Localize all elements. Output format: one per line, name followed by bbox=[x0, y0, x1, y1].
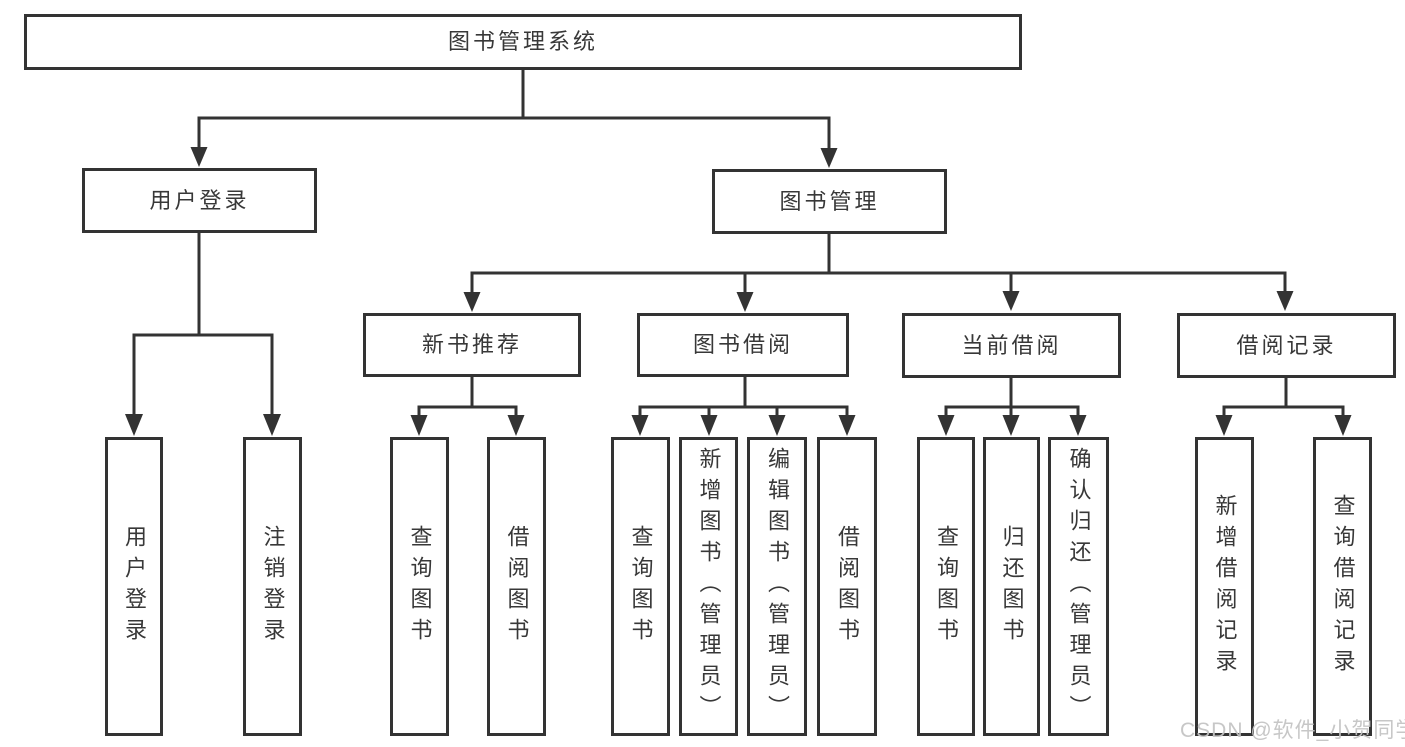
leaf-return-book: 归还图书 bbox=[983, 437, 1040, 736]
watermark: CSDN @软件_小贺同学 bbox=[1180, 719, 1405, 742]
node-book-borrow: 图书借阅 bbox=[637, 313, 849, 377]
leaf-edit-book-admin-label: 编辑图书（管理员） bbox=[765, 447, 790, 726]
node-user-login-label: 用户登录 bbox=[149, 187, 250, 213]
leaf-borrow-books-2-label: 借阅图书 bbox=[835, 524, 860, 649]
leaf-query-books-2-label: 查询图书 bbox=[628, 524, 654, 649]
leaf-borrow-books-1: 借阅图书 bbox=[487, 437, 546, 736]
leaf-query-books-1-label: 查询图书 bbox=[407, 524, 433, 649]
leaf-user-login: 用户登录 bbox=[105, 437, 163, 736]
connector-borrow-records-to-leaves bbox=[1215, 378, 1352, 436]
node-root: 图书管理系统 bbox=[24, 14, 1022, 70]
leaf-query-books-2: 查询图书 bbox=[611, 437, 670, 736]
connector-book-management-to-level3 bbox=[463, 234, 1294, 312]
node-book-management-label: 图书管理 bbox=[779, 188, 880, 214]
node-current-borrow: 当前借阅 bbox=[902, 313, 1121, 378]
node-book-borrow-label: 图书借阅 bbox=[692, 332, 793, 357]
connector-current-borrow-to-leaves bbox=[937, 378, 1087, 436]
leaf-add-book-admin: 新增图书（管理员） bbox=[679, 437, 738, 736]
leaf-borrow-books-2: 借阅图书 bbox=[817, 437, 877, 736]
leaf-confirm-return-admin-label: 确认归还（管理员） bbox=[1066, 447, 1092, 726]
leaf-query-borrow-record-label: 查询借阅记录 bbox=[1330, 493, 1356, 680]
leaf-query-books-3: 查询图书 bbox=[917, 437, 975, 736]
leaf-user-login-label: 用户登录 bbox=[122, 524, 147, 649]
node-new-book-recommend: 新书推荐 bbox=[363, 313, 581, 377]
node-new-book-recommend-label: 新书推荐 bbox=[421, 332, 522, 357]
leaf-borrow-books-1-label: 借阅图书 bbox=[504, 524, 530, 649]
leaf-edit-book-admin: 编辑图书（管理员） bbox=[747, 437, 807, 736]
leaf-query-books-3-label: 查询图书 bbox=[934, 524, 959, 649]
connector-book-borrow-to-leaves bbox=[631, 377, 856, 436]
leaf-logout: 注销登录 bbox=[243, 437, 302, 736]
leaf-return-book-label: 归还图书 bbox=[999, 524, 1025, 649]
node-borrow-records-label: 借阅记录 bbox=[1236, 332, 1337, 358]
leaf-add-book-admin-label: 新增图书（管理员） bbox=[696, 447, 722, 726]
leaf-query-borrow-record: 查询借阅记录 bbox=[1313, 437, 1372, 736]
leaf-add-borrow-record: 新增借阅记录 bbox=[1195, 437, 1254, 736]
leaf-logout-label: 注销登录 bbox=[260, 524, 286, 649]
leaf-confirm-return-admin: 确认归还（管理员） bbox=[1048, 437, 1109, 736]
node-book-management: 图书管理 bbox=[712, 169, 947, 234]
node-user-login: 用户登录 bbox=[82, 168, 317, 233]
connector-user-login-to-leaves bbox=[125, 233, 281, 436]
leaf-add-borrow-record-label: 新增借阅记录 bbox=[1212, 493, 1238, 680]
node-current-borrow-label: 当前借阅 bbox=[961, 332, 1062, 358]
node-root-label: 图书管理系统 bbox=[447, 29, 598, 54]
leaf-query-books-1: 查询图书 bbox=[390, 437, 449, 736]
node-borrow-records: 借阅记录 bbox=[1177, 313, 1396, 378]
connector-new-book-to-leaves bbox=[410, 377, 525, 436]
connector-root-to-level2 bbox=[190, 70, 838, 168]
